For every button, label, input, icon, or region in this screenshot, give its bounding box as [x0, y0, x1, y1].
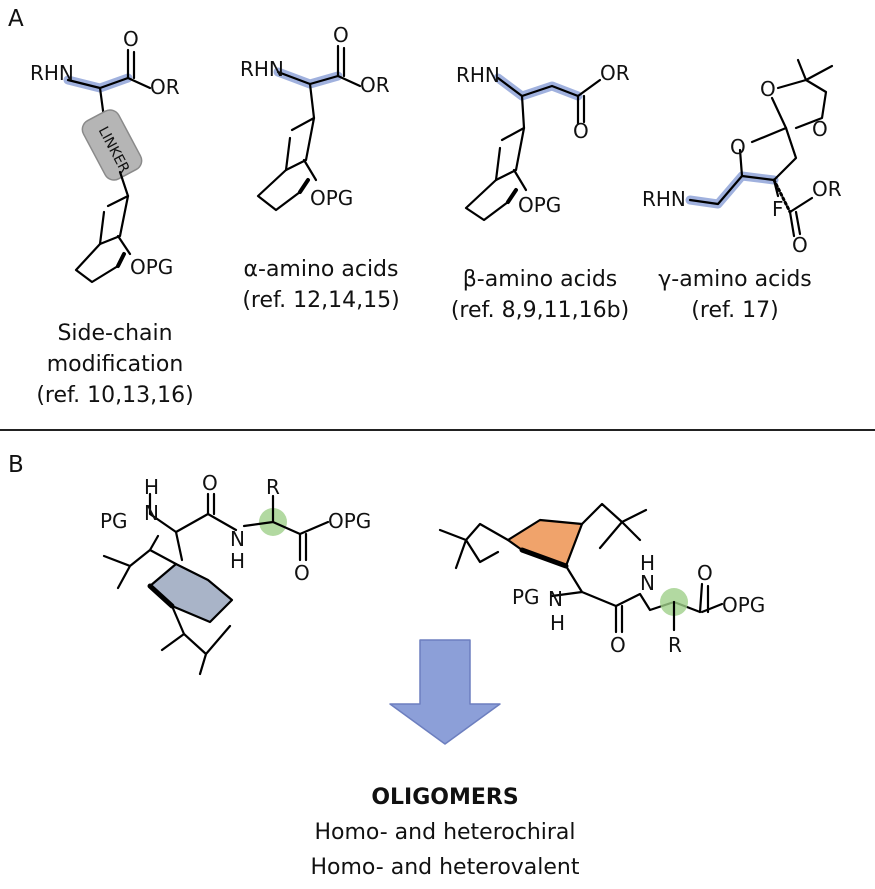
caption-line: modification: [46, 352, 184, 377]
atom-o: O: [812, 117, 828, 141]
atom-n: N: [640, 571, 655, 595]
atom-o: O: [697, 561, 713, 585]
caption-alpha-amino-acids: α-amino acids (ref. 12,14,15): [226, 254, 416, 316]
down-arrow: [389, 639, 501, 745]
structure-alpha-amino-acid: [256, 44, 362, 212]
atom-rhn: RHN: [642, 187, 686, 211]
atom-o: O: [573, 119, 589, 143]
atom-pg: PG: [512, 585, 540, 609]
atom-or: OR: [360, 73, 390, 97]
sugar-ring-orange: [506, 518, 584, 568]
atom-o: O: [792, 233, 808, 257]
structure-gamma-amino-acid: [685, 58, 834, 238]
atom-o: O: [610, 633, 626, 657]
atom-labels: RHN OR O OPG LINKER RHN OR O OPG RHN OR …: [30, 23, 842, 657]
panel-label-b: B: [8, 452, 24, 478]
structure-beta-amino-acid: [464, 73, 602, 222]
panel-label-a: A: [8, 6, 24, 32]
atom-rhn: RHN: [456, 63, 500, 87]
atom-h: H: [144, 475, 159, 499]
atom-o: O: [760, 77, 776, 101]
atom-h: H: [230, 549, 245, 573]
atom-or: OR: [600, 61, 630, 85]
atom-or: OR: [150, 75, 180, 99]
atom-r: R: [266, 475, 280, 499]
atom-o: O: [202, 471, 218, 495]
atom-opg: OPG: [310, 186, 353, 210]
atom-o: O: [294, 561, 310, 585]
structure-b-right-dipeptide: [438, 502, 724, 634]
caption-line: β-amino acids: [462, 267, 618, 292]
atom-opg: OPG: [722, 593, 765, 617]
caption-line: γ-amino acids: [658, 267, 812, 292]
atom-n: N: [230, 527, 245, 551]
atom-n: N: [144, 501, 159, 525]
result-title: OLIGOMERS: [371, 785, 519, 810]
atom-pg: PG: [100, 509, 128, 533]
structure-side-chain-modification: [63, 48, 152, 284]
atom-opg: OPG: [130, 255, 173, 279]
result-block: OLIGOMERS Homo- and heterochiral Homo- a…: [290, 782, 600, 883]
atom-opg: OPG: [518, 193, 561, 217]
caption-line: (ref. 12,14,15): [242, 288, 400, 313]
sugar-ring-blue: [148, 562, 234, 624]
atom-o: O: [333, 23, 349, 47]
caption-beta-amino-acids: β-amino acids (ref. 8,9,11,16b): [440, 264, 640, 326]
atom-rhn: RHN: [240, 57, 284, 81]
caption-side-chain-modification: Side-chain modification (ref. 10,13,16): [20, 318, 210, 411]
caption-line: (ref. 10,13,16): [36, 383, 194, 408]
atom-f: F: [772, 197, 784, 221]
caption-line: Side-chain: [57, 321, 173, 346]
atom-h: H: [640, 551, 655, 575]
linker-box: [81, 109, 143, 181]
result-line: Homo- and heterovalent: [310, 855, 580, 880]
atom-o: O: [730, 135, 746, 159]
structure-b-left-dipeptide: [102, 492, 330, 676]
result-line: Homo- and heterochiral: [314, 820, 576, 845]
atom-o: O: [123, 27, 139, 51]
caption-line: (ref. 17): [691, 298, 779, 323]
atom-rhn: RHN: [30, 61, 74, 85]
caption-line: α-amino acids: [243, 257, 399, 282]
atom-n: N: [548, 587, 563, 611]
caption-line: (ref. 8,9,11,16b): [450, 298, 630, 323]
atom-opg: OPG: [328, 509, 371, 533]
atom-h: H: [550, 611, 565, 635]
caption-gamma-amino-acids: γ-amino acids (ref. 17): [650, 264, 820, 326]
atom-or: OR: [812, 177, 842, 201]
atom-r: R: [668, 633, 682, 657]
